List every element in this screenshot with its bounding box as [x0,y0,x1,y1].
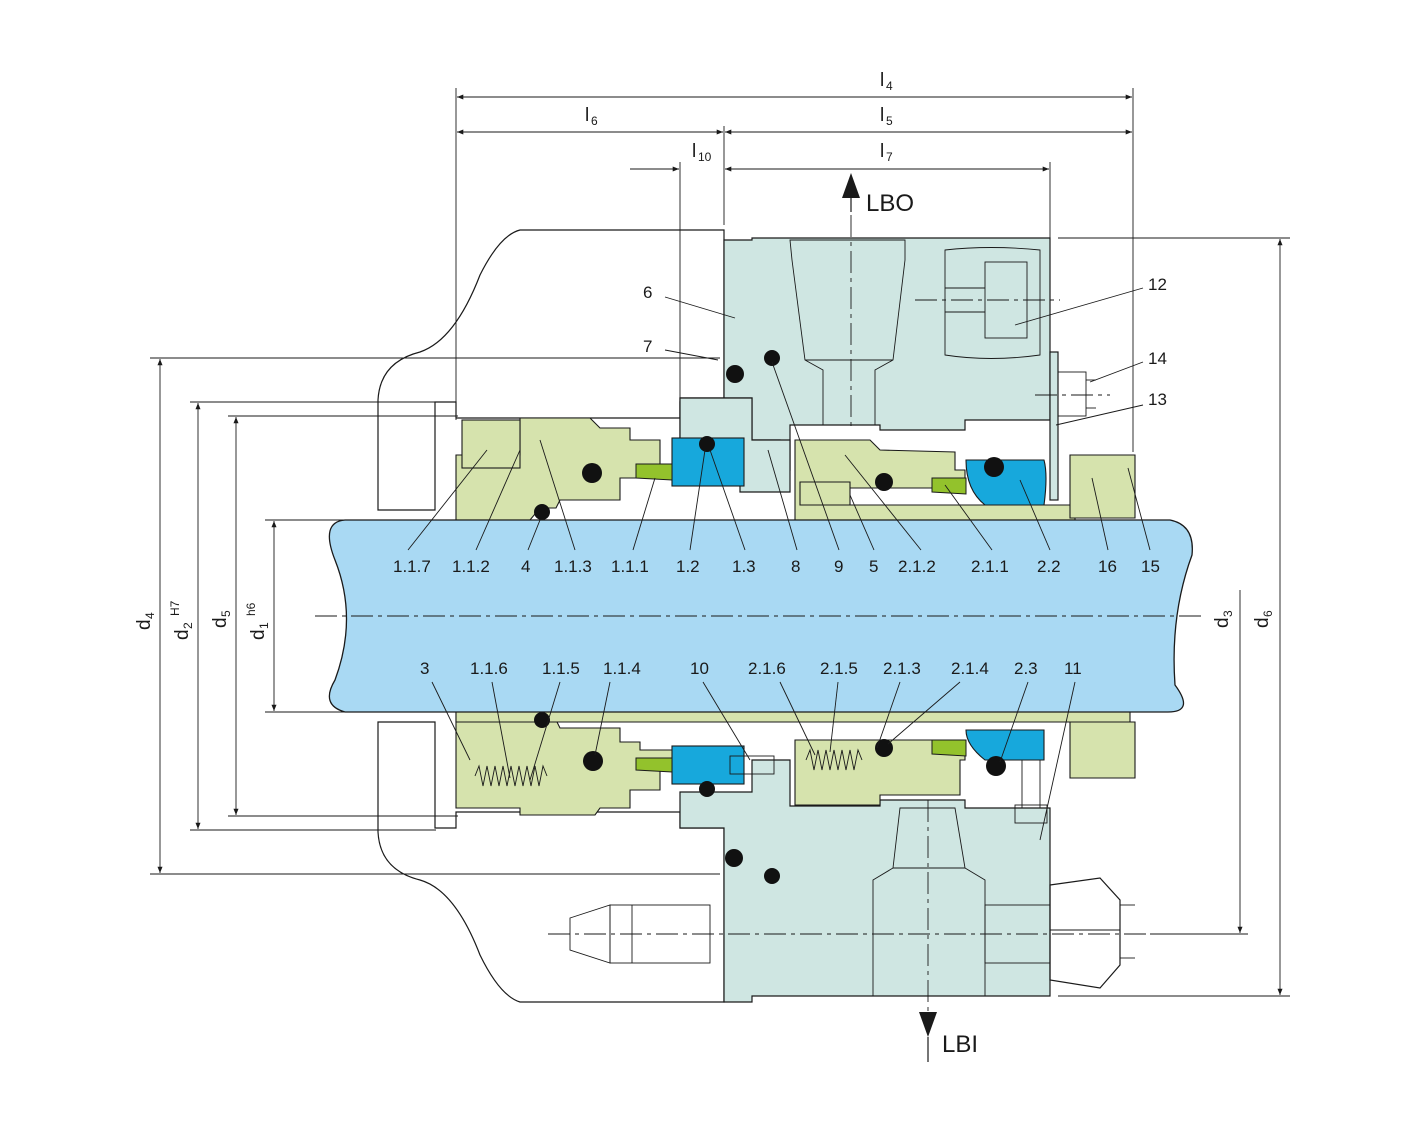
shaft [315,519,1205,713]
sleeve-bottom [455,711,1136,816]
dim-label-d5: d 5 [210,610,233,628]
label-10: 10 [690,659,709,678]
dim-label-l7: l 7 [880,141,893,164]
port-arrows [842,173,937,1062]
label-2-1-3: 2.1.3 [883,659,921,678]
svg-text:6: 6 [1261,610,1275,617]
label-13: 13 [1148,390,1167,409]
label-1-1-7: 1.1.7 [393,557,431,576]
label-2-2: 2.2 [1037,557,1061,576]
svg-text:d: d [134,619,155,630]
label-11: 11 [1064,659,1082,678]
dim-label-d4: d 4 [134,612,157,630]
svg-text:d: d [1252,617,1273,628]
label-9: 9 [834,557,843,576]
dim-label-l5: l 5 [880,105,893,128]
svg-text:l: l [880,141,884,162]
label-3: 3 [420,659,429,678]
dim-label-d2: d 2 H7 [168,600,195,640]
label-2-3: 2.3 [1014,659,1038,678]
svg-text:d: d [1212,617,1233,628]
label-7: 7 [643,337,652,356]
label-1-1-5: 1.1.5 [542,659,580,678]
label-1-1-1: 1.1.1 [611,557,649,576]
svg-text:l: l [692,141,696,162]
springs [474,748,863,787]
label-1-3: 1.3 [732,557,756,576]
svg-text:H7: H7 [168,600,182,616]
label-2-1-5: 2.1.5 [820,659,858,678]
label-1-1-3: 1.1.3 [554,557,592,576]
label-1-2: 1.2 [676,557,700,576]
label-12: 12 [1148,275,1167,294]
dim-label-d6: d 6 [1252,610,1275,628]
svg-text:6: 6 [591,114,598,128]
label-1-1-2: 1.1.2 [452,557,490,576]
label-5: 5 [869,557,878,576]
o-rings [534,350,1006,884]
label-15: 15 [1141,557,1160,576]
svg-text:d: d [172,629,193,640]
label-1-1-4: 1.1.4 [603,659,641,678]
part-labels-top: 1.1.7 1.1.2 4 1.1.3 1.1.1 1.2 1.3 8 9 5 … [393,557,1160,576]
part-labels-side: 6 7 12 14 13 [643,275,1167,409]
label-2-1-2: 2.1.2 [898,557,936,576]
label-1-1-6: 1.1.6 [470,659,508,678]
svg-text:d: d [210,617,231,628]
leader-lines [407,287,1151,841]
dim-label-l6: l 6 [585,105,598,128]
label-14: 14 [1148,349,1167,368]
svg-text:4: 4 [886,79,893,93]
port-label-lbo: LBO [866,190,914,217]
label-2-1-6: 2.1.6 [748,659,786,678]
svg-text:10: 10 [698,150,712,164]
svg-text:l: l [585,105,589,126]
label-16: 16 [1098,557,1117,576]
label-4: 4 [521,557,530,576]
dim-label-d3: d 3 [1212,610,1235,628]
dimension-lines [150,88,1290,997]
svg-text:l: l [880,70,884,91]
svg-text:2: 2 [181,622,195,629]
pump-casing [377,229,725,1003]
label-6: 6 [643,283,652,302]
svg-text:h6: h6 [244,602,258,616]
housing-bottom [569,737,1135,1003]
dim-label-l4: l 4 [880,70,893,93]
label-2-1-1: 2.1.1 [971,557,1009,576]
dim-label-l10: l 10 [692,141,712,164]
svg-text:5: 5 [886,114,893,128]
label-8: 8 [791,557,800,576]
svg-text:d: d [248,629,269,640]
svg-text:7: 7 [886,150,893,164]
svg-text:3: 3 [1221,610,1235,617]
svg-text:1: 1 [257,622,271,629]
svg-text:l: l [880,105,884,126]
label-2-1-4: 2.1.4 [951,659,989,678]
dim-label-d1: d 1 h6 [244,602,271,640]
svg-text:4: 4 [143,612,157,619]
part-labels-bottom: 3 1.1.6 1.1.5 1.1.4 10 2.1.6 2.1.5 2.1.3… [420,659,1082,678]
port-label-lbi: LBI [942,1031,978,1058]
svg-text:5: 5 [219,610,233,617]
